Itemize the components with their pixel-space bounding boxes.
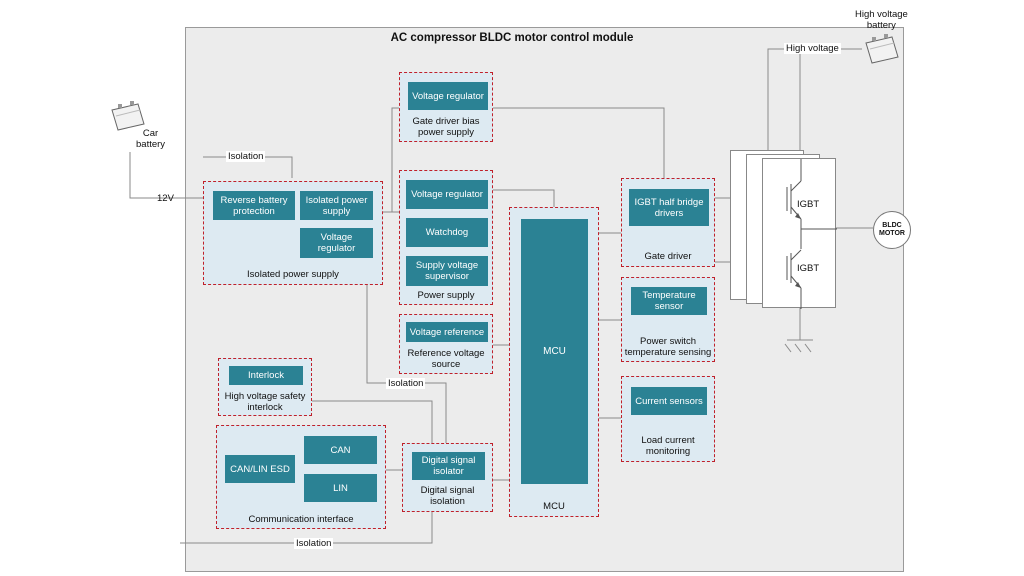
bldc-motor: BLDC MOTOR (873, 211, 911, 249)
igbt-label-upper: IGBT (797, 199, 820, 210)
voltage-reference-block: Voltage reference (406, 322, 488, 342)
gate-driver-group: IGBT half bridge drivers Gate driver (621, 178, 715, 267)
reverse-battery-protection-block: Reverse battery protection (213, 191, 295, 220)
digital-isolation-caption: Digital signal isolation (420, 485, 475, 507)
mcu-block: MCU (521, 219, 588, 484)
communication-interface-caption: Communication interface (248, 514, 354, 525)
temperature-sensing-group: Temperature sensor Power switch temperat… (621, 277, 715, 362)
communication-interface-group: CAN/LIN ESD CAN LIN Communication interf… (216, 425, 386, 529)
temperature-sensor-block: Temperature sensor (631, 287, 707, 315)
power-supply-caption: Power supply (417, 290, 475, 301)
isolation-label-middle: Isolation (386, 378, 426, 389)
high-voltage-label: High voltage (784, 43, 841, 54)
interlock-caption: High voltage safety interlock (224, 391, 306, 413)
reference-voltage-caption: Reference voltage source (407, 348, 485, 370)
diagram-title: AC compressor BLDC motor control module (390, 32, 634, 44)
reference-voltage-group: Voltage reference Reference voltage sour… (399, 314, 493, 374)
bldc-motor-label: BLDC MOTOR (879, 222, 905, 237)
wire-12v (129, 152, 203, 199)
isolated-power-supply-caption: Isolated power supply (247, 269, 339, 280)
current-sensors-block: Current sensors (631, 387, 707, 415)
power-supply-group: Voltage regulator Watchdog Supply voltag… (399, 170, 493, 305)
isolation-label-top: Isolation (226, 151, 266, 162)
isolated-power-supply-block: Isolated power supply (300, 191, 373, 220)
12v-label: 12V (157, 193, 174, 204)
voltage-regulator-block: Voltage regulator (300, 228, 373, 258)
isolation-label-bottom: Isolation (294, 538, 334, 549)
current-monitoring-group: Current sensors Load current monitoring (621, 376, 715, 462)
digital-isolation-group: Digital signal isolator Digital signal i… (402, 443, 493, 512)
interlock-group: Interlock High voltage safety interlock (218, 358, 312, 416)
mcu-group: MCU MCU (509, 207, 599, 517)
igbt-label-lower: IGBT (797, 263, 820, 274)
current-monitoring-caption: Load current monitoring (641, 435, 695, 457)
igbt-card-front: IGBT IGBT (762, 158, 837, 309)
gate-driver-bias-caption: Gate driver bias power supply (412, 116, 480, 138)
isolated-power-supply-group: Reverse battery protection Isolated powe… (203, 181, 383, 285)
can-lin-esd-block: CAN/LIN ESD (225, 455, 295, 483)
supply-voltage-supervisor-block: Supply voltage supervisor (406, 256, 488, 286)
gate-driver-caption: Gate driver (644, 251, 692, 262)
igbt-half-bridge-drivers-block: IGBT half bridge drivers (629, 189, 709, 226)
temperature-sensing-caption: Power switch temperature sensing (624, 336, 712, 358)
interlock-block: Interlock (229, 366, 303, 385)
digital-signal-isolator-block: Digital signal isolator (412, 452, 485, 480)
hv-battery-label: High voltage battery (855, 9, 908, 31)
car-battery-icon (111, 101, 145, 131)
hv-battery-icon (865, 34, 899, 64)
lin-block: LIN (304, 474, 377, 502)
mcu-caption: MCU (543, 501, 565, 512)
ps-voltage-regulator-block: Voltage regulator (406, 180, 488, 209)
gate-driver-bias-group: Voltage regulator Gate driver bias power… (399, 72, 493, 142)
can-block: CAN (304, 436, 377, 464)
watchdog-block: Watchdog (406, 218, 488, 247)
car-battery-label: Car battery (136, 128, 166, 150)
bias-voltage-regulator-block: Voltage regulator (408, 82, 488, 110)
igbt-symbols (786, 159, 837, 309)
